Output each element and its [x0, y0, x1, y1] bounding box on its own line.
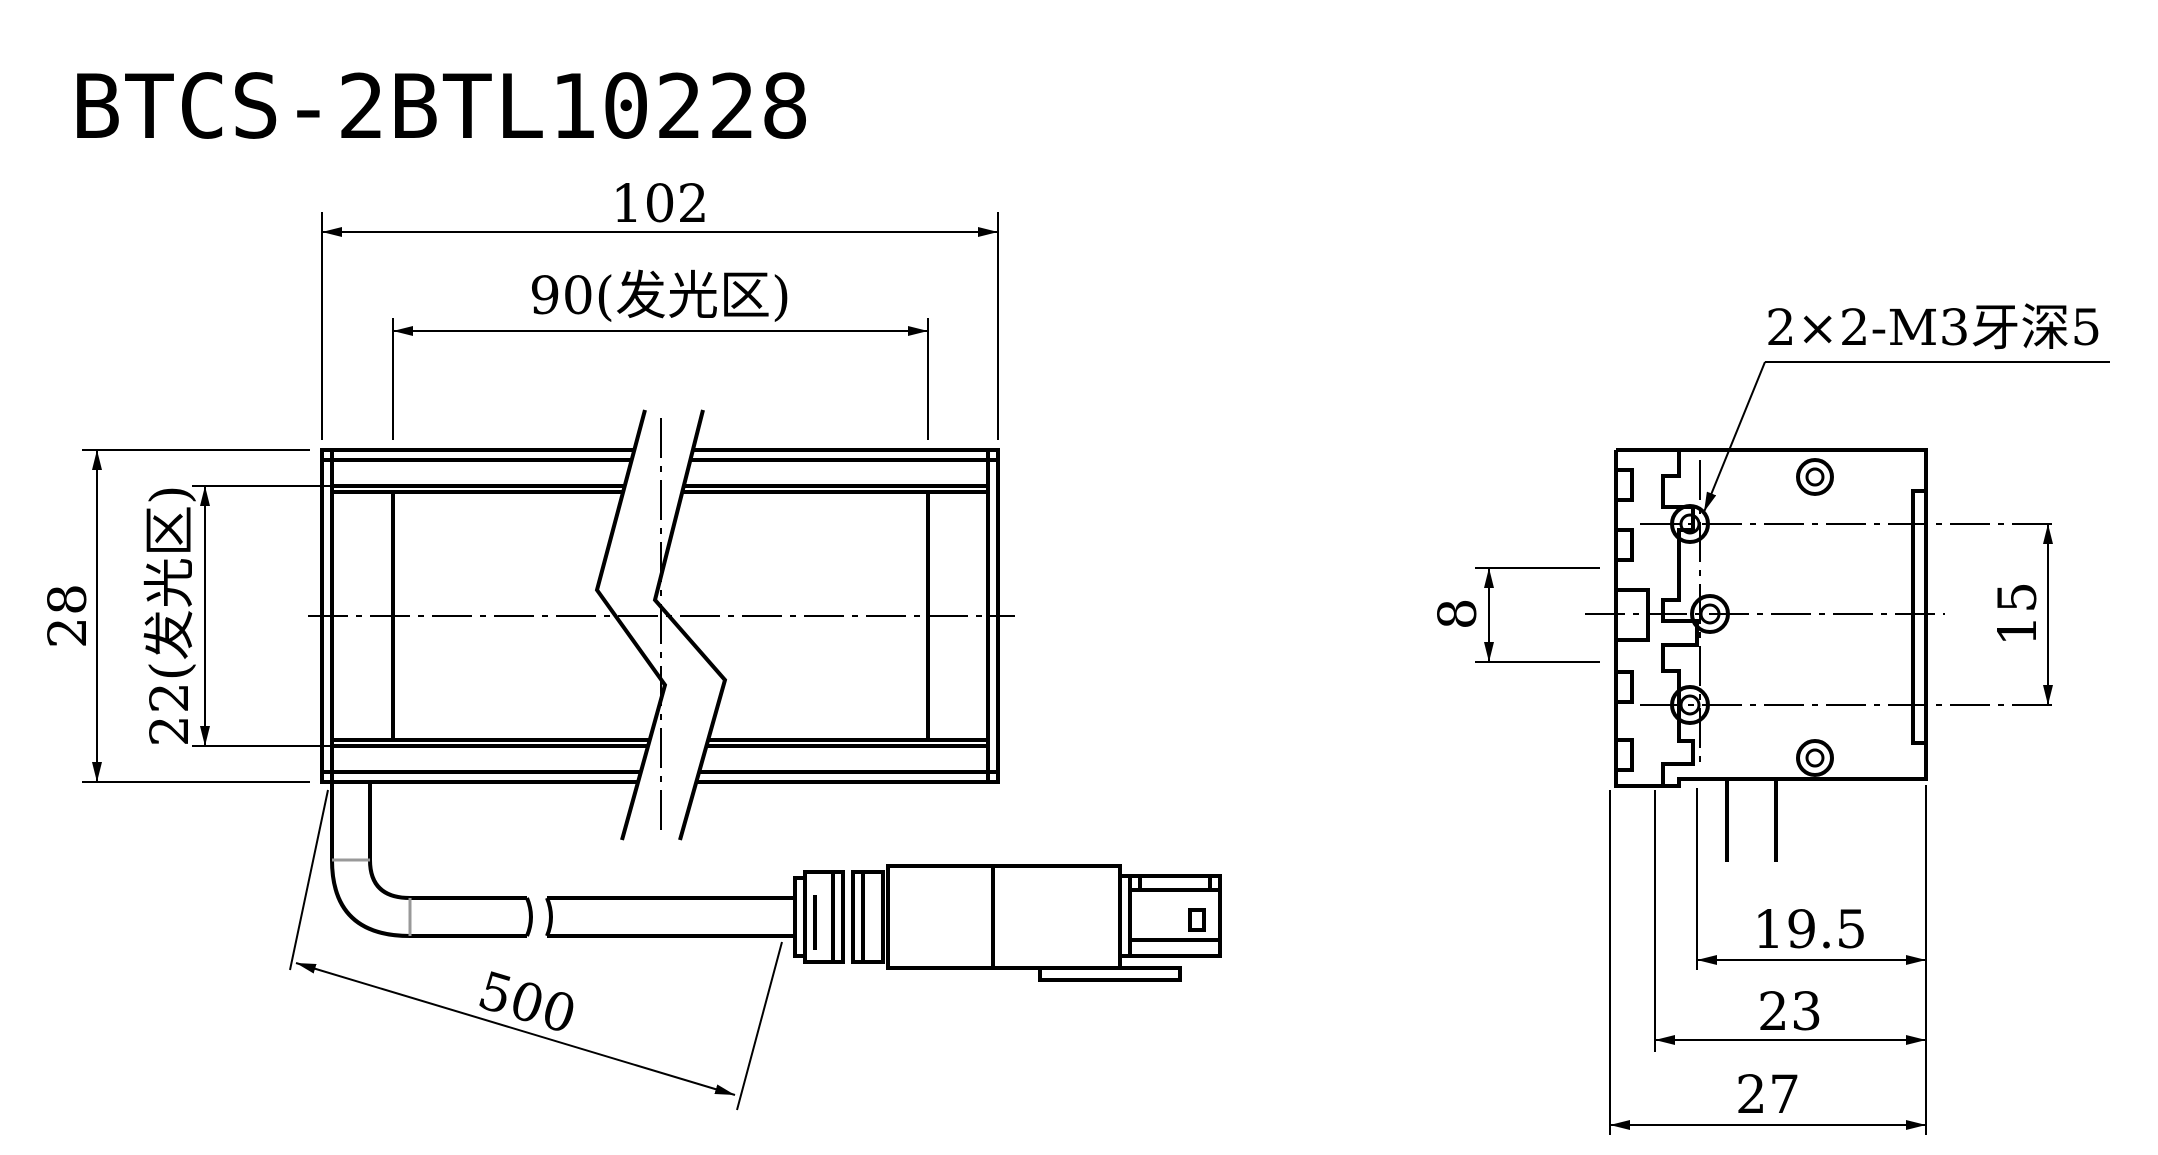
dim-label-22: 22(发光区) — [141, 485, 201, 748]
side-profile — [1616, 448, 1928, 788]
model-title: BTCS-2BTL10228 — [70, 56, 812, 159]
mount-hole-top — [1796, 458, 1834, 496]
dim-line-500 — [295, 962, 736, 1096]
dim-label-15: 15 — [1989, 581, 2049, 647]
dim-label-23: 23 — [1757, 983, 1823, 1043]
dim-label-27: 27 — [1735, 1066, 1801, 1126]
leader-thread — [1703, 361, 1766, 513]
dim-label-19-5: 19.5 — [1752, 901, 1868, 961]
dim-label-90: 90(发光区) — [529, 267, 792, 327]
dim-label-28: 28 — [39, 583, 99, 649]
mount-hole-bottom — [1796, 739, 1834, 777]
dim-label-102: 102 — [610, 175, 709, 235]
thread-note: 2×2-M3牙深5 — [1765, 299, 2102, 357]
cable — [330, 784, 795, 938]
side-view: 2×2-M3牙深5 8 — [1429, 299, 2110, 1135]
front-view: 102 90(发光区) 28 22(发光区) — [39, 175, 1222, 1111]
dim-label-500: 500 — [471, 961, 583, 1047]
cable-connector — [793, 864, 1222, 982]
dim-label-8: 8 — [1429, 597, 1489, 630]
